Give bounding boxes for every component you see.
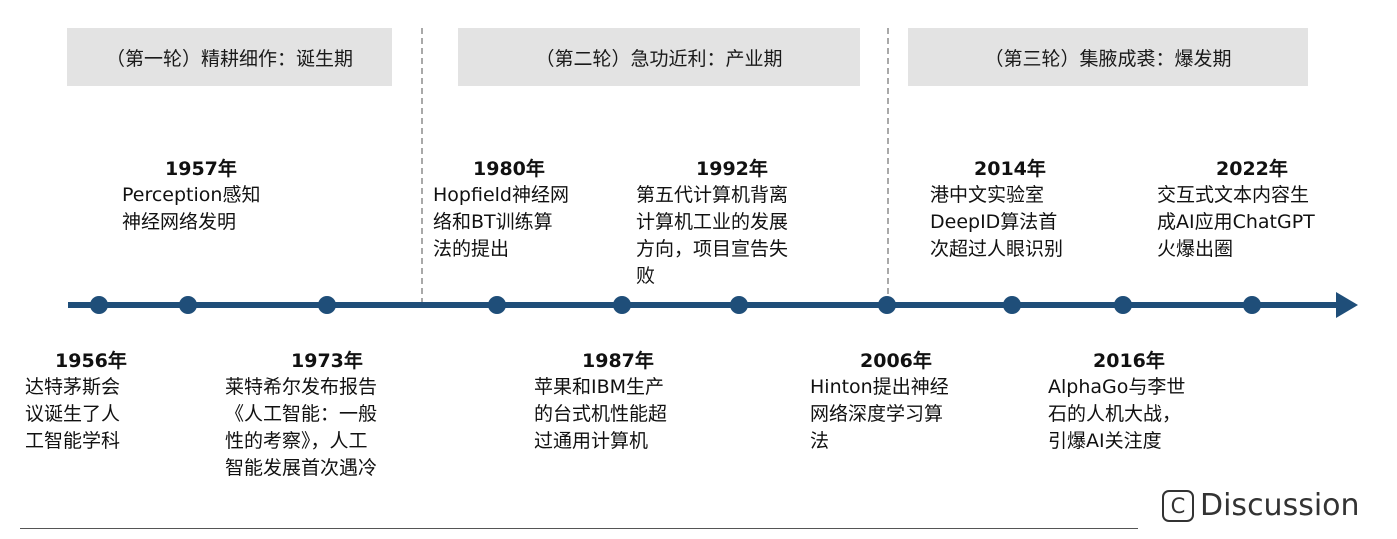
event-description: AlphaGo与李世 石的人机大战， 引爆AI关注度 [1048, 376, 1186, 452]
event-description: Perception感知 神经网络发明 [122, 184, 261, 233]
event-2016: 2016年 AlphaGo与李世 石的人机大战， 引爆AI关注度 [1048, 348, 1185, 455]
event-year: 2022年 [1216, 158, 1288, 180]
event-year: 1973年 [291, 350, 363, 372]
timeline-dot-1980 [488, 296, 506, 314]
event-description: Hopfield神经网 络和BT训练算 法的提出 [433, 184, 569, 260]
event-year: 2016年 [1093, 350, 1165, 372]
brand-name: Discussion [1200, 488, 1360, 523]
event-description: 第五代计算机背离 计算机工业的发展 方向，项目宣告失 败 [636, 184, 789, 287]
timeline-dot-2006 [878, 296, 896, 314]
timeline-dot-1973 [318, 296, 336, 314]
timeline-dot-1956 [90, 296, 108, 314]
timeline-dot-1992 [730, 296, 748, 314]
event-year: 2006年 [860, 350, 932, 372]
event-2006: 2006年 Hinton提出神经 网络深度学习算 法 [810, 348, 949, 455]
event-2022: 2022年 交互式文本内容生 成AI应用ChatGPT 火爆出圈 [1157, 156, 1315, 263]
event-year: 2014年 [974, 158, 1046, 180]
event-description: 苹果和IBM生产 的台式机性能超 过通用计算机 [534, 376, 668, 452]
event-year: 1992年 [696, 158, 768, 180]
event-description: 交互式文本内容生 成AI应用ChatGPT 火爆出圈 [1157, 184, 1315, 260]
brand-logo: C Discussion [1162, 488, 1360, 523]
phase-header-1: （第一轮）精耕细作：诞生期 [67, 28, 392, 86]
timeline-axis [68, 302, 1340, 308]
event-description: 达特茅斯会 议诞生了人 工智能学科 [25, 376, 121, 452]
brand-c-icon: C [1162, 489, 1194, 522]
event-1980: 1980年 Hopfield神经网 络和BT训练算 法的提出 [433, 156, 569, 263]
timeline-dot-2014 [1003, 296, 1021, 314]
timeline-dot-1957 [179, 296, 197, 314]
event-description: 莱特希尔发布报告 《人工智能：一般 性的考察》，人工 智能发展首次遇冷 [225, 376, 378, 479]
phase-divider-1 [421, 28, 423, 304]
event-1973: 1973年 莱特希尔发布报告 《人工智能：一般 性的考察》，人工 智能发展首次遇… [225, 348, 377, 482]
event-description: Hinton提出神经 网络深度学习算 法 [810, 376, 949, 452]
event-1992: 1992年 第五代计算机背离 计算机工业的发展 方向，项目宣告失 败 [636, 156, 788, 290]
timeline-dot-2022 [1243, 296, 1261, 314]
event-year: 1980年 [473, 158, 545, 180]
phase-header-3: （第三轮）集腋成裘：爆发期 [908, 28, 1308, 86]
footer-rule [20, 528, 1138, 529]
timeline-arrowhead [1336, 292, 1358, 318]
event-1987: 1987年 苹果和IBM生产 的台式机性能超 过通用计算机 [534, 348, 667, 455]
event-year: 1987年 [582, 350, 654, 372]
event-1956: 1956年 达特茅斯会 议诞生了人 工智能学科 [25, 348, 127, 455]
event-year: 1956年 [55, 350, 127, 372]
event-2014: 2014年 港中文实验室 DeepID算法首 次超过人眼识别 [930, 156, 1063, 263]
event-year: 1957年 [165, 158, 237, 180]
timeline-dot-2016 [1114, 296, 1132, 314]
event-description: 港中文实验室 DeepID算法首 次超过人眼识别 [930, 184, 1064, 260]
event-1957: 1957年 Perception感知 神经网络发明 [122, 156, 260, 236]
timeline-dot-1987 [613, 296, 631, 314]
phase-divider-2 [887, 28, 889, 304]
phase-header-2: （第二轮）急功近利：产业期 [458, 28, 860, 86]
